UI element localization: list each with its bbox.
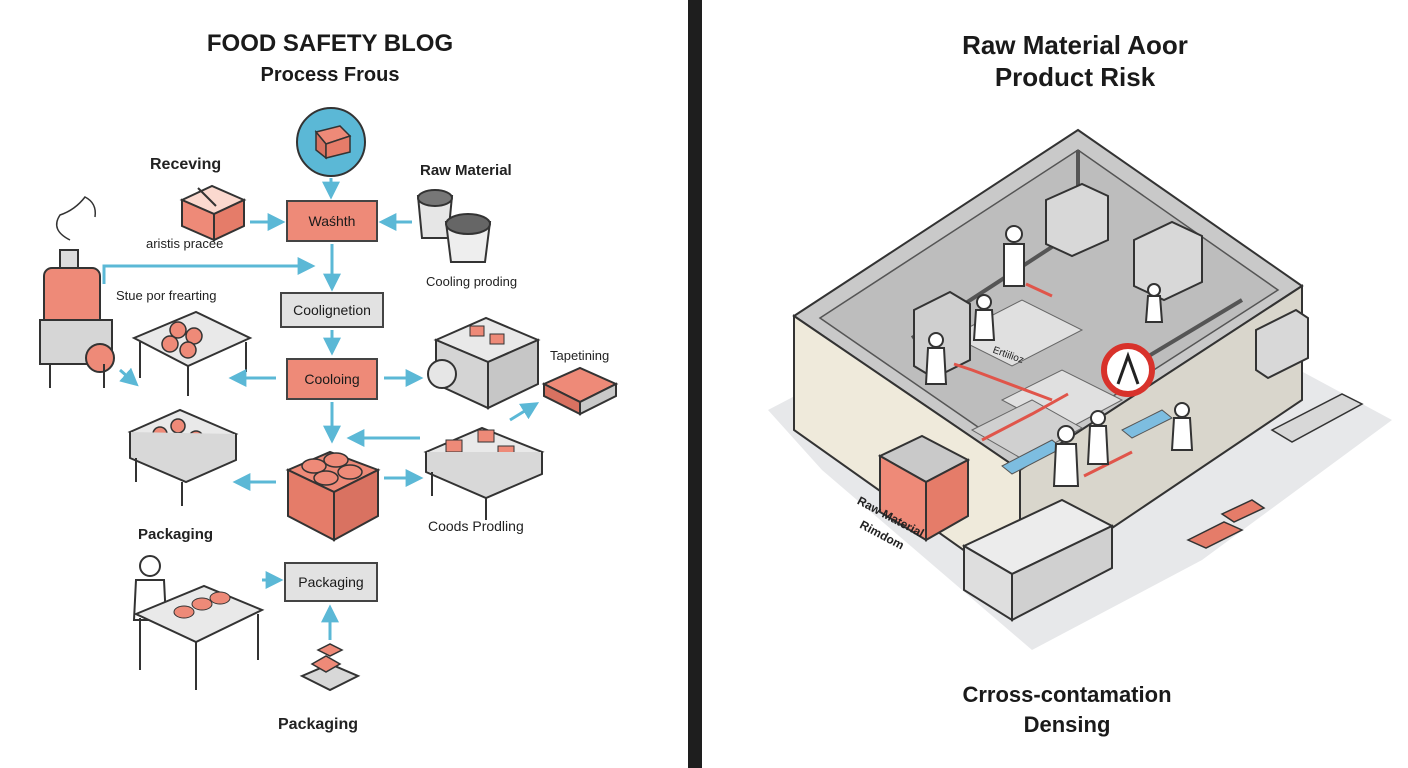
step-wash-box: Waśhth xyxy=(286,200,378,242)
packaging-station-icon xyxy=(132,555,265,690)
raw-input-circle-icon xyxy=(296,107,366,177)
cooking-kettle-icon xyxy=(39,196,115,388)
receiving-crate-icon xyxy=(179,184,247,242)
label-packaging-bottom: Packaging xyxy=(278,716,359,733)
flow-arrows xyxy=(102,178,540,640)
left-panel: FOOD SAFETY BLOG Process Frous Receving … xyxy=(0,0,688,768)
process-subtitle: Process Frous xyxy=(260,64,400,86)
caption-line1: Crross-contamation xyxy=(962,682,1172,707)
label-stue-por-frearting: Stue por frearting xyxy=(116,288,217,303)
label-tapetining: Tapetining xyxy=(550,348,610,363)
loading-ramp xyxy=(1270,393,1364,443)
hazard-sign-icon xyxy=(1101,343,1155,397)
step-coolignetion-box: Coolignetion xyxy=(280,292,384,328)
factory-floor-plan xyxy=(768,128,1392,650)
label-cooling-proding: Cooling proding xyxy=(426,274,518,289)
raw-material-booth xyxy=(877,434,971,542)
panel-divider xyxy=(688,0,702,768)
risk-title-line2: Product Risk xyxy=(994,62,1156,92)
prep-table-icon xyxy=(131,310,253,396)
equipment-cabinets xyxy=(913,182,1309,380)
pallet-boxes-icon xyxy=(541,366,619,416)
raw-material-buckets-icon xyxy=(416,189,492,263)
label-receiving: Receving xyxy=(150,156,222,173)
cutting-table-icon xyxy=(127,408,239,506)
right-panel: Raw Material Aoor Product Risk Ertiilioz… xyxy=(702,0,1408,768)
stacked-product-icon xyxy=(285,450,381,542)
packaged-product-icon xyxy=(299,643,361,692)
risk-title-line1: Raw Material Aoor xyxy=(962,30,1188,60)
caption-line2: Densing xyxy=(1023,712,1111,737)
label-raw-material: Raw Material xyxy=(420,162,512,179)
label-coods-prodling: Coods Prodling xyxy=(428,518,524,534)
floor-zones xyxy=(950,299,1173,475)
front-counter xyxy=(961,498,1115,622)
step-packaging-box: Packaging xyxy=(284,562,378,602)
label-receiving-sub: aristis pracee xyxy=(146,236,224,251)
cooling-machine-icon xyxy=(427,316,541,410)
label-packaging-side: Packaging xyxy=(138,526,214,543)
step-cooling-box: Cooloing xyxy=(286,358,378,400)
blog-title: FOOD SAFETY BLOG xyxy=(206,30,454,57)
process-flow-diagram xyxy=(39,107,619,692)
trolleys xyxy=(1186,499,1266,549)
goods-table-icon xyxy=(423,426,545,520)
